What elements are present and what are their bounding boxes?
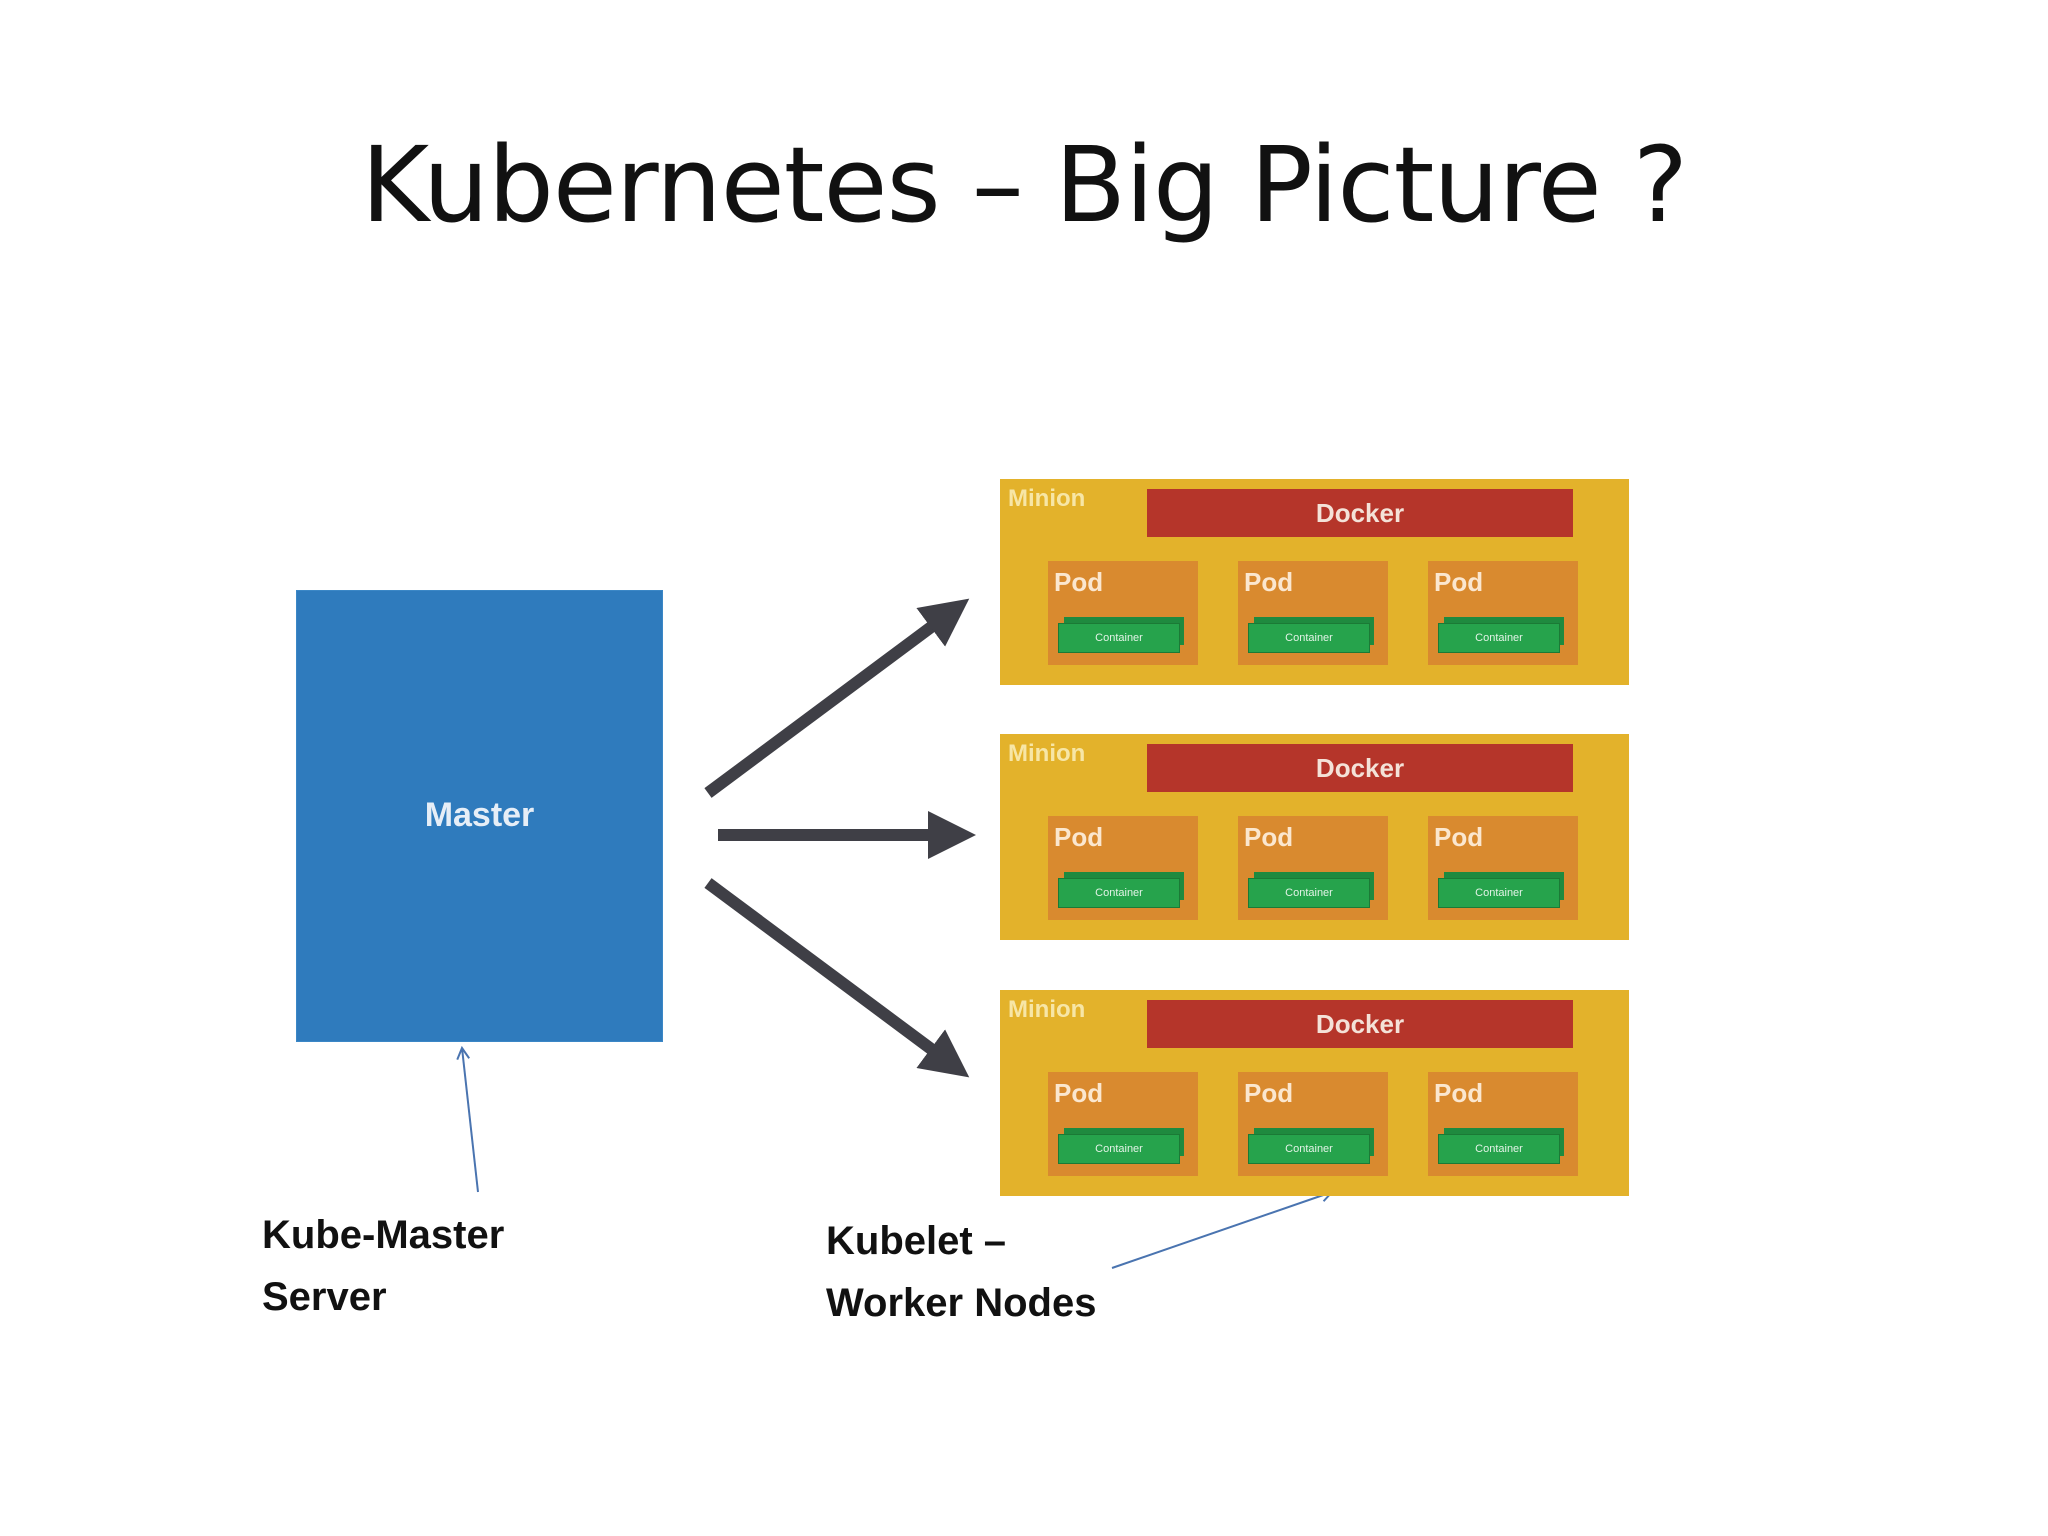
worker-caption-line-2: Worker Nodes [826, 1281, 1097, 1325]
worker-caption-line-1: Kubelet – [826, 1219, 1007, 1263]
minion-node-2: Minion Docker Pod Container Pod Containe… [1000, 734, 1629, 940]
minion-node-1: Minion Docker Pod Container Pod Containe… [1000, 479, 1629, 685]
pod: Pod Container [1428, 561, 1578, 665]
container: Container [1058, 1134, 1180, 1164]
container: Container [1438, 623, 1560, 653]
minion-label: Minion [1008, 485, 1086, 512]
container: Container [1248, 623, 1370, 653]
pod: Pod Container [1238, 561, 1388, 665]
worker-callout-line [1111, 1192, 1332, 1269]
docker-runtime: Docker [1147, 1000, 1573, 1048]
pod-label: Pod [1434, 567, 1484, 597]
minion-node-3: Minion Docker Pod Container Pod Containe… [1000, 990, 1629, 1196]
pod-label: Pod [1244, 1078, 1294, 1108]
pod-label: Pod [1434, 822, 1484, 852]
container: Container [1058, 878, 1180, 908]
pod-label: Pod [1054, 1078, 1104, 1108]
arrow-to-minion-3 [704, 878, 970, 1078]
pod-label: Pod [1244, 822, 1294, 852]
pod-label: Pod [1244, 567, 1294, 597]
minion-label: Minion [1008, 740, 1086, 767]
pod: Pod Container [1428, 1072, 1578, 1176]
master-caption: Kube-Master Server [262, 1204, 504, 1328]
minion-label: Minion [1008, 996, 1086, 1023]
docker-runtime: Docker [1147, 489, 1573, 537]
docker-runtime: Docker [1147, 744, 1573, 792]
pod: Pod Container [1048, 816, 1198, 920]
pod-label: Pod [1054, 822, 1104, 852]
container: Container [1438, 1134, 1560, 1164]
arrow-to-minion-1 [704, 598, 970, 798]
container: Container [1058, 623, 1180, 653]
master-caption-line-2: Server [262, 1275, 387, 1319]
container: Container [1248, 878, 1370, 908]
worker-caption: Kubelet – Worker Nodes [826, 1210, 1096, 1334]
master-caption-line-1: Kube-Master [262, 1213, 505, 1257]
master-node: Master [296, 590, 663, 1042]
container: Container [1248, 1134, 1370, 1164]
pod: Pod Container [1048, 1072, 1198, 1176]
master-callout-line [462, 1048, 479, 1193]
pod: Pod Container [1428, 816, 1578, 920]
pod: Pod Container [1238, 1072, 1388, 1176]
master-label: Master [424, 796, 535, 834]
pod: Pod Container [1048, 561, 1198, 665]
pod-label: Pod [1434, 1078, 1484, 1108]
container: Container [1438, 878, 1560, 908]
pod: Pod Container [1238, 816, 1388, 920]
slide-title: Kubernetes – Big Picture ? [360, 124, 1688, 246]
pod-label: Pod [1054, 567, 1104, 597]
